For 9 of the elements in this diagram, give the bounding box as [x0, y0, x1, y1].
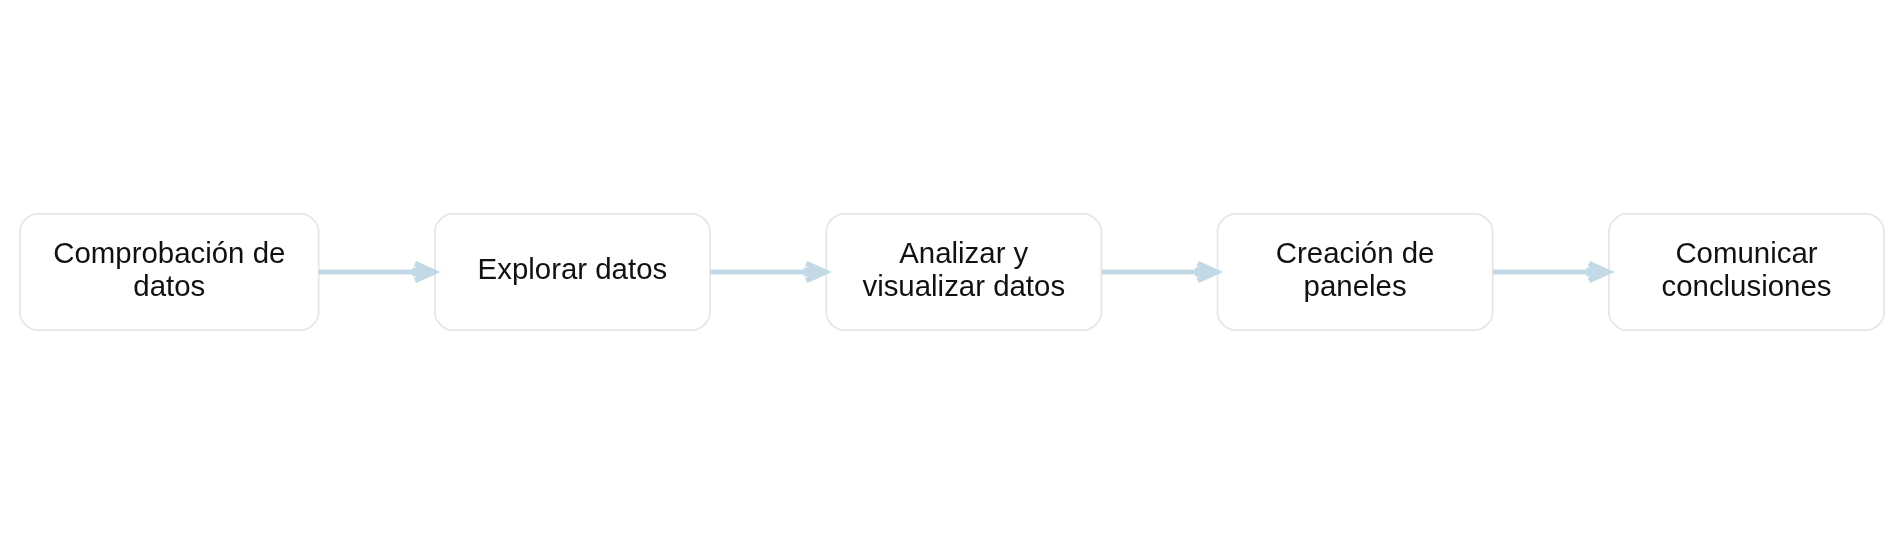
node-box: Explorar datos	[433, 213, 711, 331]
node-box: Creación de paneles	[1216, 213, 1494, 331]
arrow	[1101, 260, 1220, 284]
node-box: Comprobación de datos	[19, 213, 320, 331]
node-box: Analizar y visualizar datos	[825, 213, 1103, 331]
arrow	[318, 260, 437, 284]
node-box: Comunicar conclusiones	[1608, 213, 1885, 331]
arrow	[710, 260, 829, 284]
arrow	[1493, 260, 1611, 284]
